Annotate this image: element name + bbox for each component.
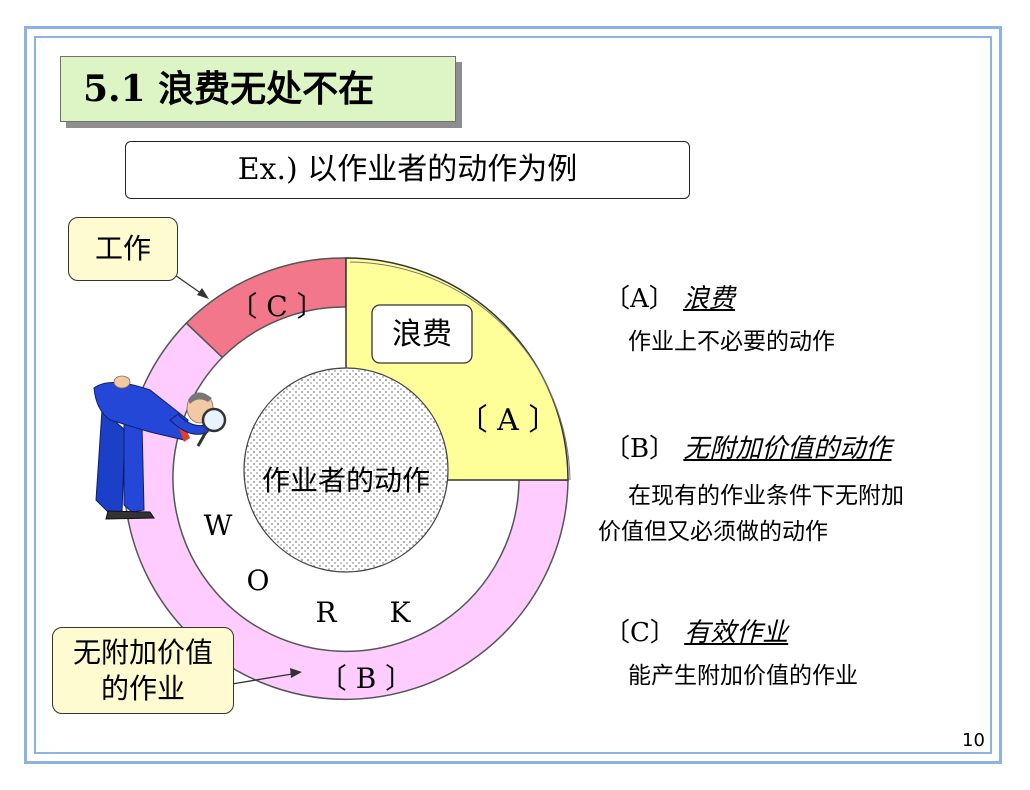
definition-c-text: 能产生附加价值的作业: [628, 663, 858, 689]
slide-frame-outer: [24, 26, 1002, 764]
segment-b-ring: [123, 322, 569, 701]
waste-label-box: [371, 304, 473, 364]
work-letter-r: R: [315, 596, 337, 629]
definition-b-text-line2: 价值但又必须做的动作: [598, 519, 828, 545]
work-letter-o: O: [247, 564, 270, 597]
work-letter-k: K: [390, 596, 412, 629]
definition-a-text: 作业上不必要的动作: [628, 329, 835, 355]
work-letter-w: W: [204, 509, 233, 542]
definition-b-heading: 〔B〕 无附加价值的动作: [604, 428, 891, 465]
definition-a-key: 〔A〕: [604, 284, 675, 314]
page-number: 10: [962, 730, 985, 751]
segment-a-shadow-arc: [349, 261, 571, 481]
inspector-figure: [93, 375, 227, 520]
segment-a-label: 〔 A 〕: [458, 403, 559, 438]
center-label: 作业者的动作: [262, 464, 430, 497]
example-title: Ex.) 以作业者的动作为例: [125, 141, 690, 199]
no-value-callout-arrow: [231, 668, 302, 685]
no-value-callout-line1: 无附加价值: [72, 636, 213, 669]
waste-label: 浪费: [392, 317, 452, 352]
center-circle: [243, 367, 449, 573]
definition-c-term: 有效作业: [684, 618, 789, 648]
definition-b-key: 〔B〕: [604, 434, 676, 464]
definition-c-heading: 〔C〕 有效作业: [604, 612, 788, 649]
no-value-callout: 无附加价值 的作业: [52, 627, 234, 714]
work-callout: 工作: [68, 217, 178, 281]
definition-b-text-line1: 在现有的作业条件下无附加: [628, 483, 904, 509]
segment-c-ring: [185, 257, 347, 359]
segment-b-label: 〔 B 〕: [319, 662, 413, 695]
no-value-callout-line2: 的作业: [100, 672, 185, 705]
slide-title: 5.1 浪费无处不在: [60, 56, 456, 122]
definition-c-key: 〔C〕: [604, 618, 676, 648]
definition-a-heading: 〔A〕 浪费: [604, 278, 735, 315]
definition-a-term: 浪费: [683, 284, 736, 314]
slide-frame-inner: [34, 36, 992, 754]
definition-b-term: 无附加价值的动作: [683, 434, 892, 464]
segment-c-label: 〔 C 〕: [229, 290, 324, 323]
